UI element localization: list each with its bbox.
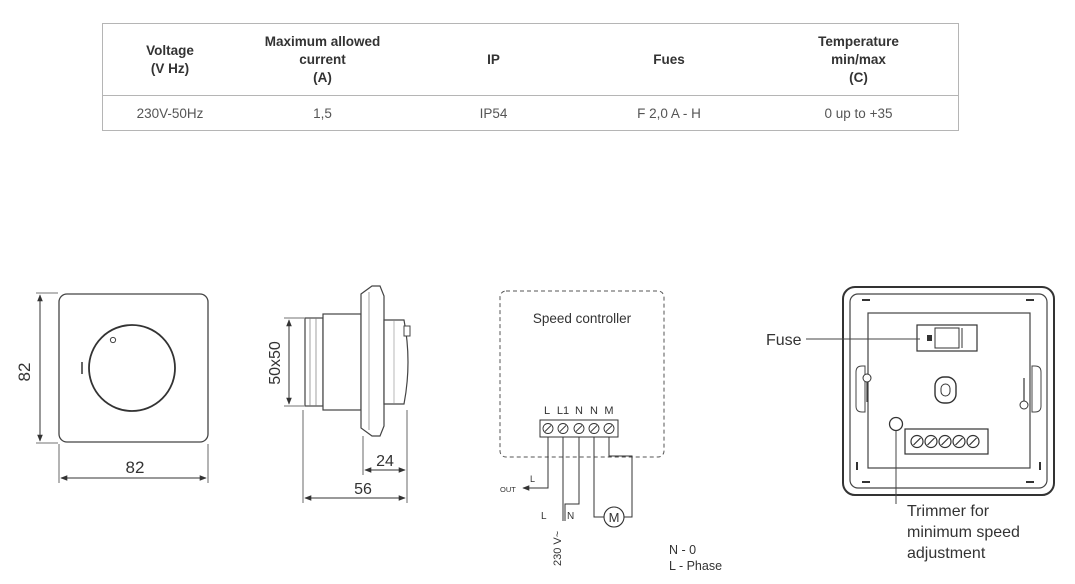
screw-slot: [969, 437, 977, 446]
side-body-back: [304, 317, 324, 407]
wiring-diagram: Speed controller L L1 N N M M OUT L L: [499, 290, 722, 573]
fuse-contact: [927, 335, 932, 341]
knob-indicator-dot: [109, 336, 117, 344]
keyhole-left: [862, 373, 872, 383]
side-knob: [383, 319, 409, 405]
header-fuses: Fues: [579, 23, 759, 96]
back-terminal-screws: [910, 434, 980, 449]
wire-supply-n: [564, 437, 580, 521]
terminal-label: M: [604, 405, 613, 417]
wire-motor-m: [608, 437, 633, 518]
header-current: Maximum allowed current (A): [237, 23, 408, 96]
back-view: Fuse Trimmer for minimum speed adjustmen…: [766, 286, 1055, 562]
header-ip: IP: [408, 23, 579, 96]
screw-slot: [575, 425, 583, 432]
front-view: 82 82: [15, 292, 209, 483]
side-knob-tab: [403, 325, 411, 337]
legend-phase: L - Phase: [669, 559, 722, 573]
fuse-body: [934, 327, 960, 349]
screw-slot: [590, 425, 598, 432]
trimmer-label-line-1: Trimmer for: [907, 503, 990, 520]
header-voltage: Voltage (V Hz): [102, 23, 237, 96]
header-line: Maximum allowed: [264, 33, 381, 49]
header-line: min/max: [831, 51, 886, 67]
front-width-dim: 82: [126, 458, 145, 477]
side-plate: [360, 285, 385, 437]
line-l-label: L: [541, 511, 547, 522]
terminal-label: L1: [557, 405, 569, 417]
terminal-screws: [542, 423, 615, 434]
header-line: (C): [849, 69, 868, 85]
center-hole-inner: [940, 383, 951, 397]
side-depth-dim-2: 56: [354, 481, 372, 498]
out-l-label: L: [530, 474, 535, 484]
screw-slot: [927, 437, 935, 446]
screw-slot: [544, 425, 552, 432]
header-line: current: [299, 51, 346, 67]
value-temperature: 0 up to +35: [759, 95, 959, 131]
header-line: (V Hz): [150, 60, 190, 76]
header-line: Voltage: [146, 42, 194, 58]
side-body: [322, 313, 362, 411]
value-ip: IP54: [408, 95, 579, 131]
trimmer-label-line-2: minimum speed: [907, 524, 1020, 541]
header-line: IP: [487, 51, 500, 67]
side-size-dim: 50x50: [267, 341, 284, 385]
speed-knob: [88, 324, 176, 412]
terminal-label: L: [544, 405, 550, 417]
terminal-label: N: [575, 405, 583, 417]
spec-header-row: Voltage (V Hz) Maximum allowed current (…: [102, 23, 959, 96]
screw-slot: [955, 437, 963, 446]
controller-title: Speed controller: [533, 311, 632, 326]
motor-symbol: [603, 506, 625, 528]
spec-value-row: 230V-50Hz 1,5 IP54 F 2,0 A - H 0 up to +…: [102, 95, 959, 131]
screw-slot: [913, 437, 921, 446]
spec-table: Voltage (V Hz) Maximum allowed current (…: [102, 23, 959, 131]
header-line: Fues: [653, 51, 685, 67]
screw-slot: [941, 437, 949, 446]
value-current: 1,5: [237, 95, 408, 131]
header-line: Temperature: [818, 33, 899, 49]
legend-neutral: N - 0: [669, 543, 696, 557]
screw-slot: [559, 425, 567, 432]
screw-slot: [605, 425, 613, 432]
header-temperature: Temperature min/max (C): [759, 23, 959, 96]
side-view: 50x50 24 56: [267, 285, 411, 503]
trimmer-potentiometer: [888, 416, 904, 432]
wire-motor-n: [593, 437, 604, 518]
header-line: (A): [313, 69, 332, 85]
front-height-dim: 82: [15, 363, 34, 382]
out-label: OUT: [500, 485, 516, 494]
wire-out-l: [522, 437, 549, 491]
keyhole-right: [1019, 400, 1029, 410]
terminal-label: N: [590, 405, 598, 417]
controller-box: [499, 290, 665, 458]
motor-label: M: [609, 510, 620, 525]
fuse-label: Fuse: [766, 332, 802, 349]
mount-slot-right: [1031, 365, 1042, 413]
side-depth-dim-1: 24: [376, 453, 394, 470]
mount-slot-left: [855, 365, 866, 413]
trimmer-label-line-3: adjustment: [907, 545, 986, 562]
value-voltage: 230V-50Hz: [102, 95, 237, 131]
value-fuses: F 2,0 A - H: [579, 95, 759, 131]
supply-label: 230 V~: [552, 531, 564, 566]
line-n-label: N: [567, 511, 574, 522]
